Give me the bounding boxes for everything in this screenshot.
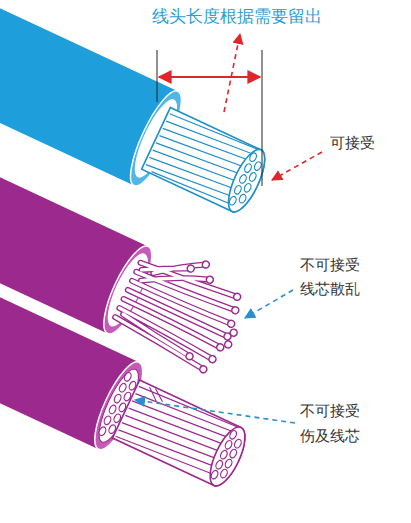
leader-arrow — [245, 290, 293, 318]
dimension-extension-line — [157, 50, 158, 102]
annotation-label: 线头长度根据需要留出 — [152, 6, 322, 26]
annotation-label: 可接受 — [330, 134, 375, 152]
strand-ends — [210, 429, 245, 483]
strand-ends — [150, 255, 260, 379]
strand-end-face — [221, 145, 271, 217]
annotation-label: 不可接受 — [300, 256, 360, 274]
damaged-wire — [0, 273, 259, 505]
strand-ends — [228, 152, 265, 210]
annotation-label: 不可接受 — [300, 402, 360, 420]
stripped-strands — [112, 380, 251, 490]
strand-outline — [111, 239, 251, 372]
leader-arrow — [135, 400, 295, 423]
strand-core — [111, 239, 251, 372]
dimension-arrow — [159, 76, 260, 78]
annotation-label: 线芯散乱 — [300, 280, 360, 298]
leader-arrow — [224, 34, 240, 112]
annotation-label: 伤及线芯 — [300, 427, 360, 445]
leader-arrow — [272, 152, 322, 180]
stripped-strands — [142, 108, 272, 217]
dimension-extension-line — [262, 50, 263, 186]
strand-end-face — [203, 422, 252, 490]
